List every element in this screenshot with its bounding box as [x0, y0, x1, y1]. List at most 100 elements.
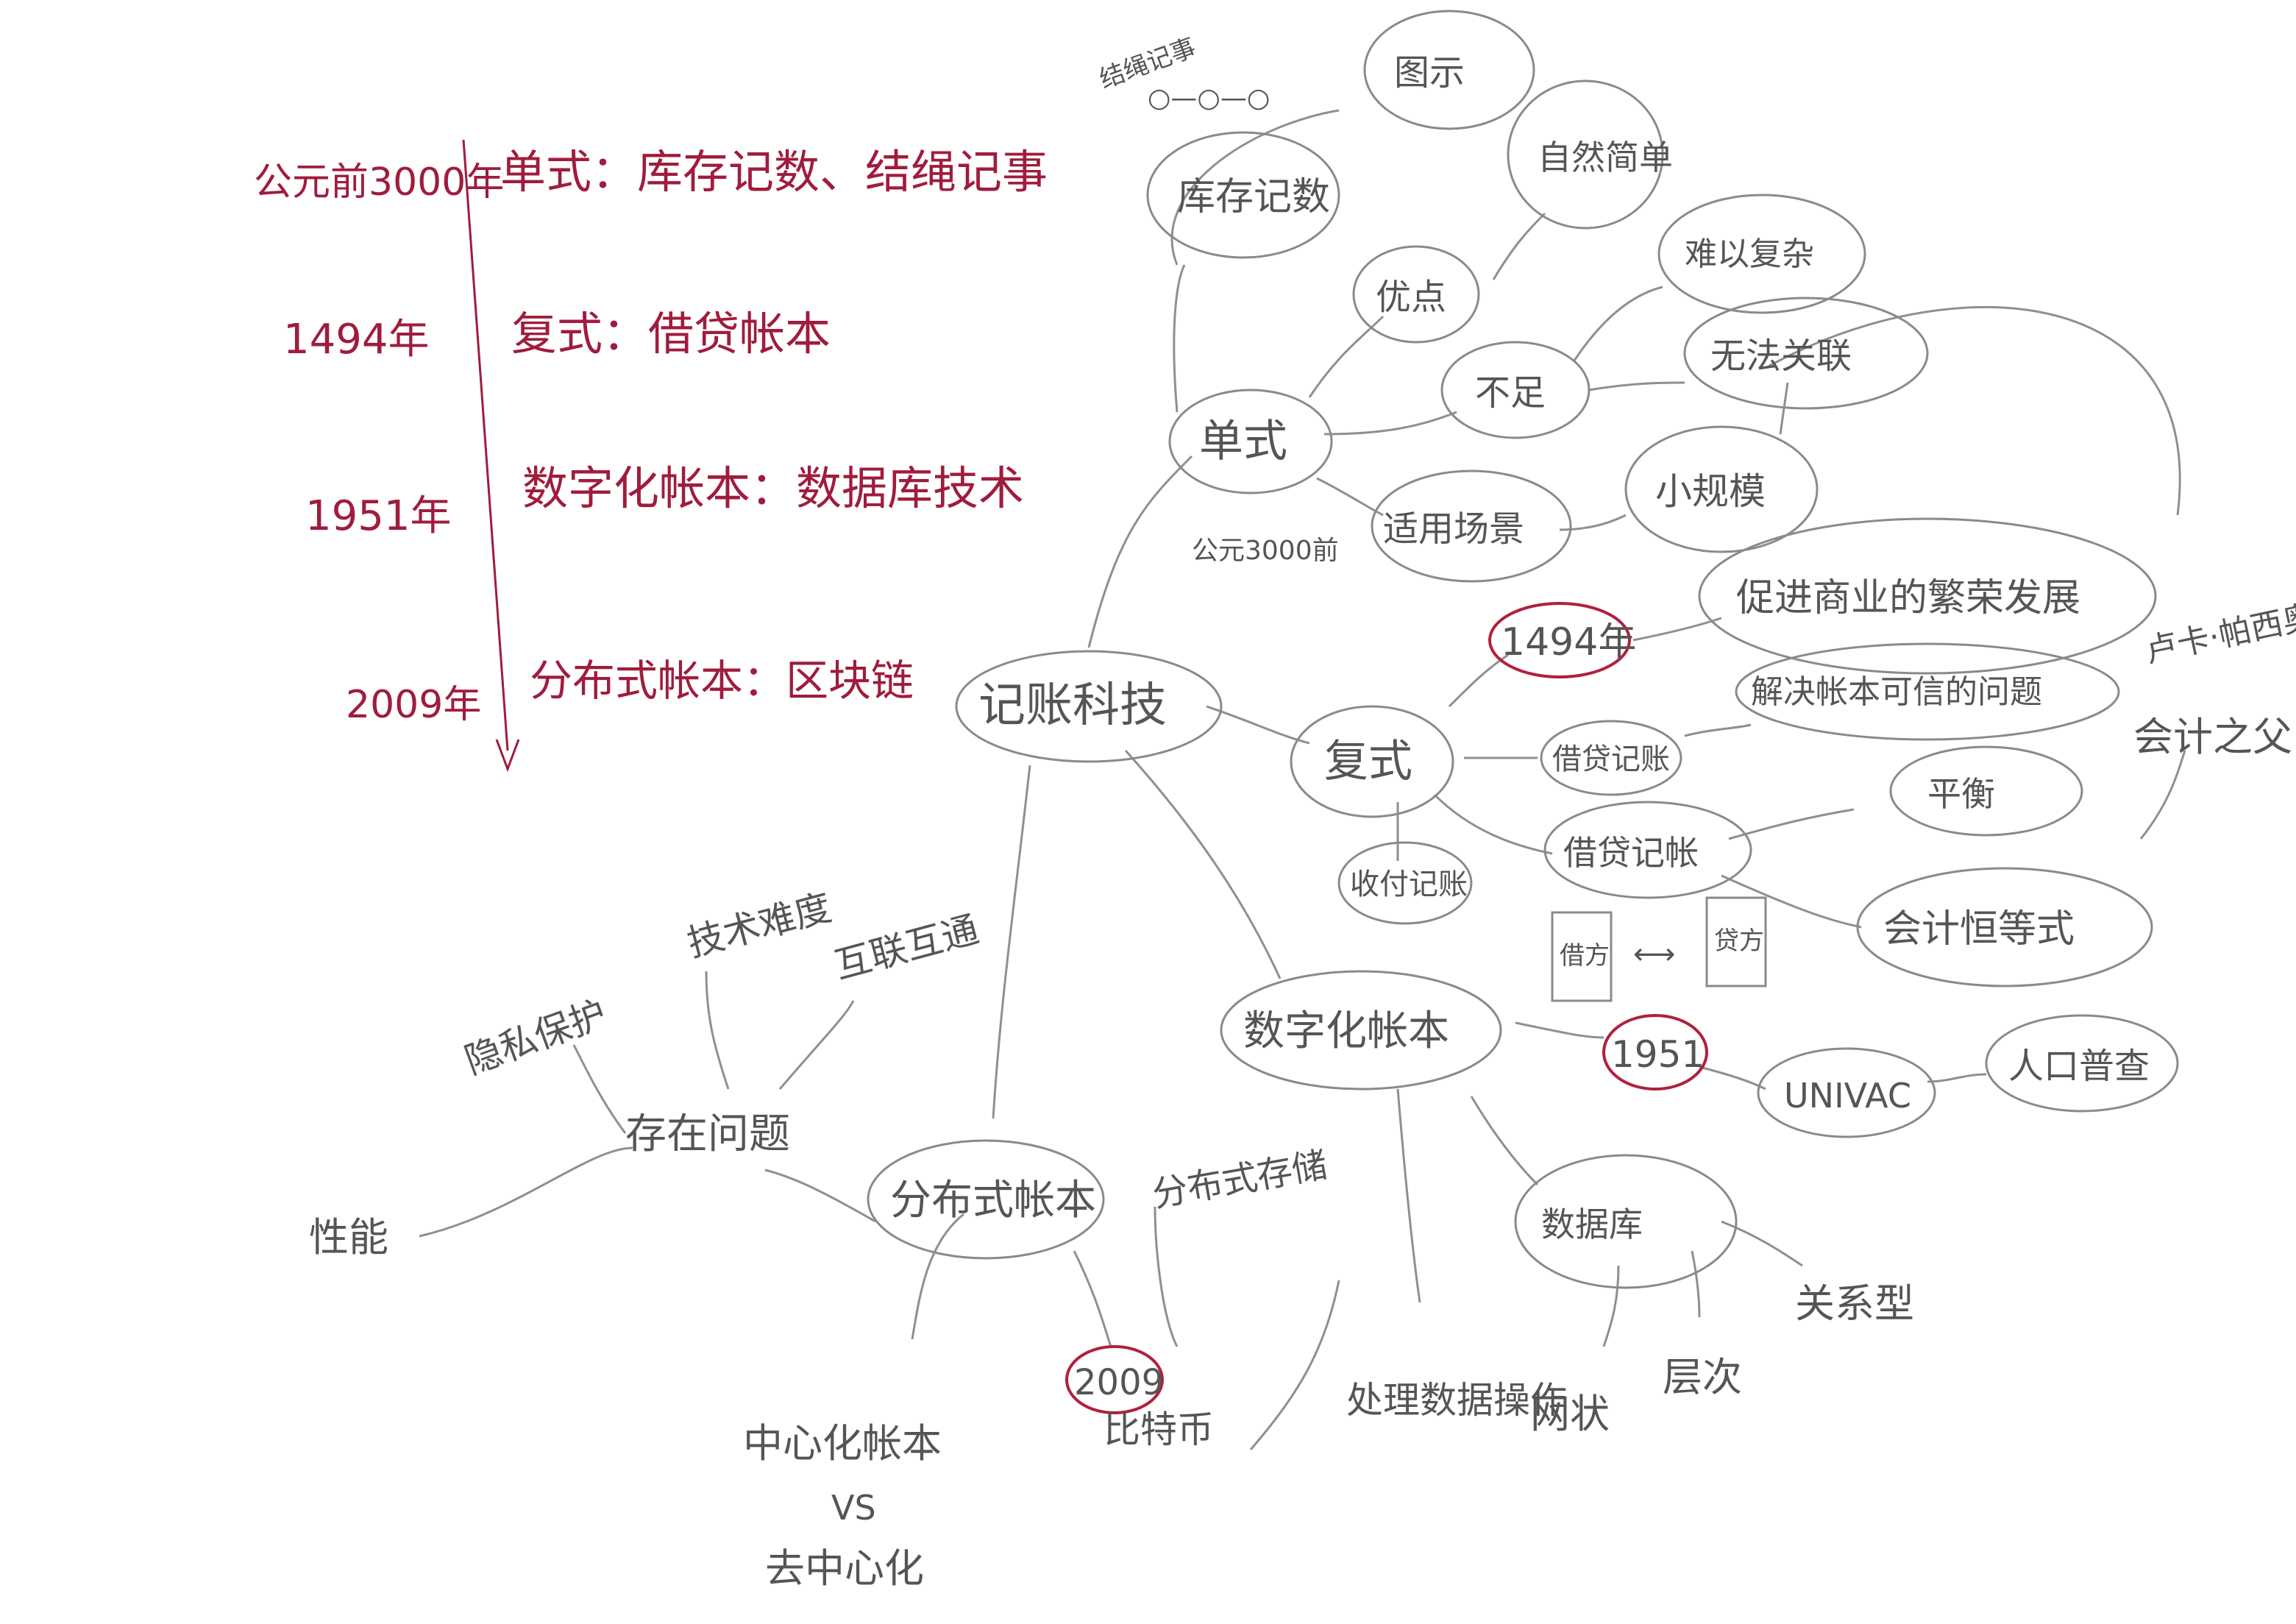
centralized-label: 中心化帐本 — [743, 1420, 942, 1467]
edge-connect-loop — [1765, 305, 2181, 516]
node-knot-picture-outline — [1363, 10, 1535, 130]
node-prosperity-outline — [1698, 517, 2157, 675]
node-scene-outline — [1371, 469, 1572, 583]
db-relational: 关系型 — [1795, 1280, 1914, 1327]
mind-map: 记账科技 单式 公元3000前 库存记数 结绳记事 ○—○—○ 图示 优点 自然… — [309, 10, 2296, 1592]
pacioli-label: 卢卡·帕西奥利 — [2142, 591, 2296, 670]
node-double: 复式 — [1290, 705, 1454, 818]
timeline-axis — [462, 139, 509, 751]
node-disadvantage-outline — [1440, 341, 1591, 439]
node-distributed-label: 分布式帐本 — [890, 1177, 1096, 1224]
edge-single-advantage — [1308, 315, 1385, 398]
node-formula-label: 会计恒等式 — [1883, 907, 2075, 951]
node-disadvantage: 不足 — [1440, 341, 1591, 439]
edge-outin-solve — [1684, 723, 1752, 737]
node-scene: 适用场景 — [1371, 469, 1572, 583]
node-digital: 数字化帐本 — [1220, 970, 1502, 1091]
digital-year-label: 1951 — [1611, 1033, 1705, 1076]
edge-root-distributed — [992, 765, 1031, 1119]
node-formula: 会计恒等式 — [1856, 867, 2153, 987]
node-single-label: 单式 — [1199, 416, 1287, 467]
node-univac: UNIVAC — [1757, 1047, 1936, 1138]
edge-distributed-problems — [764, 1169, 876, 1223]
double-year-label: 1494年 — [1501, 620, 1636, 664]
node-univac-outline — [1757, 1047, 1936, 1138]
timeline-year-3: 1951年 — [305, 492, 452, 540]
node-single-outline — [1168, 389, 1333, 494]
node-solve: 解决帐本可信的问题 — [1735, 642, 2120, 741]
db-network: 网状 — [1530, 1391, 1610, 1437]
node-small-label: 小规模 — [1655, 470, 1766, 513]
edge-connect-small — [1779, 382, 1789, 435]
node-digital-year: 1951 — [1602, 1014, 1708, 1091]
debit-credit-boxes: 借方 ⟷ 贷方 — [1551, 896, 1767, 1002]
single-date: 公元3000前 — [1192, 536, 1339, 566]
db-hierarchical: 层次 — [1663, 1354, 1742, 1400]
node-advantage-outline — [1352, 245, 1480, 344]
edge-problems-interop — [778, 1000, 855, 1090]
node-pictograph: 库存记数 — [1146, 131, 1340, 259]
edge-single-pictograph — [1173, 264, 1186, 413]
node-income: 收付记账 — [1337, 841, 1473, 925]
node-debit-credit-outline — [1543, 801, 1752, 899]
edge-debitcredit-balance — [1728, 808, 1855, 840]
node-census-outline — [1985, 1014, 2179, 1113]
double-year-circle — [1488, 602, 1631, 678]
node-debit-credit: 借贷记帐 — [1543, 801, 1752, 899]
edge-disadvantage-connect — [1588, 381, 1685, 391]
node-distributed-outline — [867, 1139, 1105, 1260]
mind-map-edges — [419, 109, 2186, 1450]
node-digital-outline — [1220, 970, 1502, 1091]
node-income-outline — [1337, 841, 1473, 925]
node-advantage: 优点 — [1352, 245, 1480, 344]
distributed-year-circle — [1065, 1345, 1164, 1414]
digital-ops: 处理数据操作 — [1346, 1379, 1567, 1422]
node-simple-label: 自然简单 — [1538, 138, 1673, 177]
node-solve-label: 解决帐本可信的问题 — [1751, 673, 2042, 711]
node-db-outline — [1514, 1154, 1738, 1289]
node-disadvantage-label: 不足 — [1475, 372, 1546, 414]
node-out-in-label: 借贷记账 — [1552, 742, 1670, 776]
node-scene-label: 适用场景 — [1383, 508, 1524, 550]
history-timeline: 公元前3000年 单式：库存记数、结绳记事 1494年 复式：借贷帐本 1951… — [254, 139, 1048, 773]
edge-formula-fathers — [2139, 750, 2186, 840]
timeline-event-4: 分布式帐本：区块链 — [530, 656, 914, 706]
node-double-label: 复式 — [1324, 736, 1412, 787]
node-debit-credit-label: 借贷记帐 — [1563, 833, 1699, 873]
node-formula-outline — [1856, 867, 2153, 987]
debit-box-label: 借方 — [1560, 941, 1610, 971]
privacy-label: 隐私保护 — [459, 992, 612, 1082]
decentralized-label: 去中心化 — [765, 1545, 924, 1592]
perf-label: 性能 — [309, 1214, 388, 1260]
node-balance-label: 平衡 — [1927, 774, 1995, 814]
edge-root-digital — [1124, 749, 1282, 979]
edge-double-year — [1448, 653, 1509, 708]
timeline-year-1: 公元前3000年 — [254, 160, 504, 205]
edge-root-single — [1087, 455, 1193, 648]
edge-year-prosperity — [1632, 617, 1722, 642]
node-single: 单式 — [1168, 389, 1333, 494]
edge-single-disadvantage — [1323, 411, 1457, 436]
node-out-in-outline — [1540, 720, 1682, 796]
timeline-year-2: 1494年 — [283, 316, 430, 364]
edge-distributed-centralized — [911, 1213, 964, 1340]
node-prosperity-label: 促进商业的繁荣发展 — [1736, 576, 2080, 620]
node-distributed: 分布式帐本 — [867, 1139, 1105, 1260]
edge-db-network — [1602, 1265, 1620, 1347]
distributed-year-label: 2009 — [1074, 1362, 1164, 1403]
vs-label: VS — [831, 1488, 876, 1528]
edge-root-double — [1206, 705, 1310, 745]
node-cannot-connect-outline — [1683, 297, 1929, 410]
node-db-label: 数据库 — [1541, 1205, 1643, 1244]
node-small: 小规模 — [1624, 425, 1819, 553]
node-simple-outline — [1507, 79, 1664, 230]
edge-double-debitcredit — [1433, 793, 1553, 855]
edge-problems-privacy — [572, 1044, 627, 1134]
credit-box — [1705, 896, 1767, 987]
timeline-arrowhead — [495, 739, 520, 773]
timeline-event-1: 单式：库存记数、结绳记事 — [500, 145, 1048, 199]
node-hard-outline — [1657, 194, 1866, 314]
node-root-outline — [955, 650, 1223, 763]
edge-scene-small — [1559, 514, 1627, 531]
